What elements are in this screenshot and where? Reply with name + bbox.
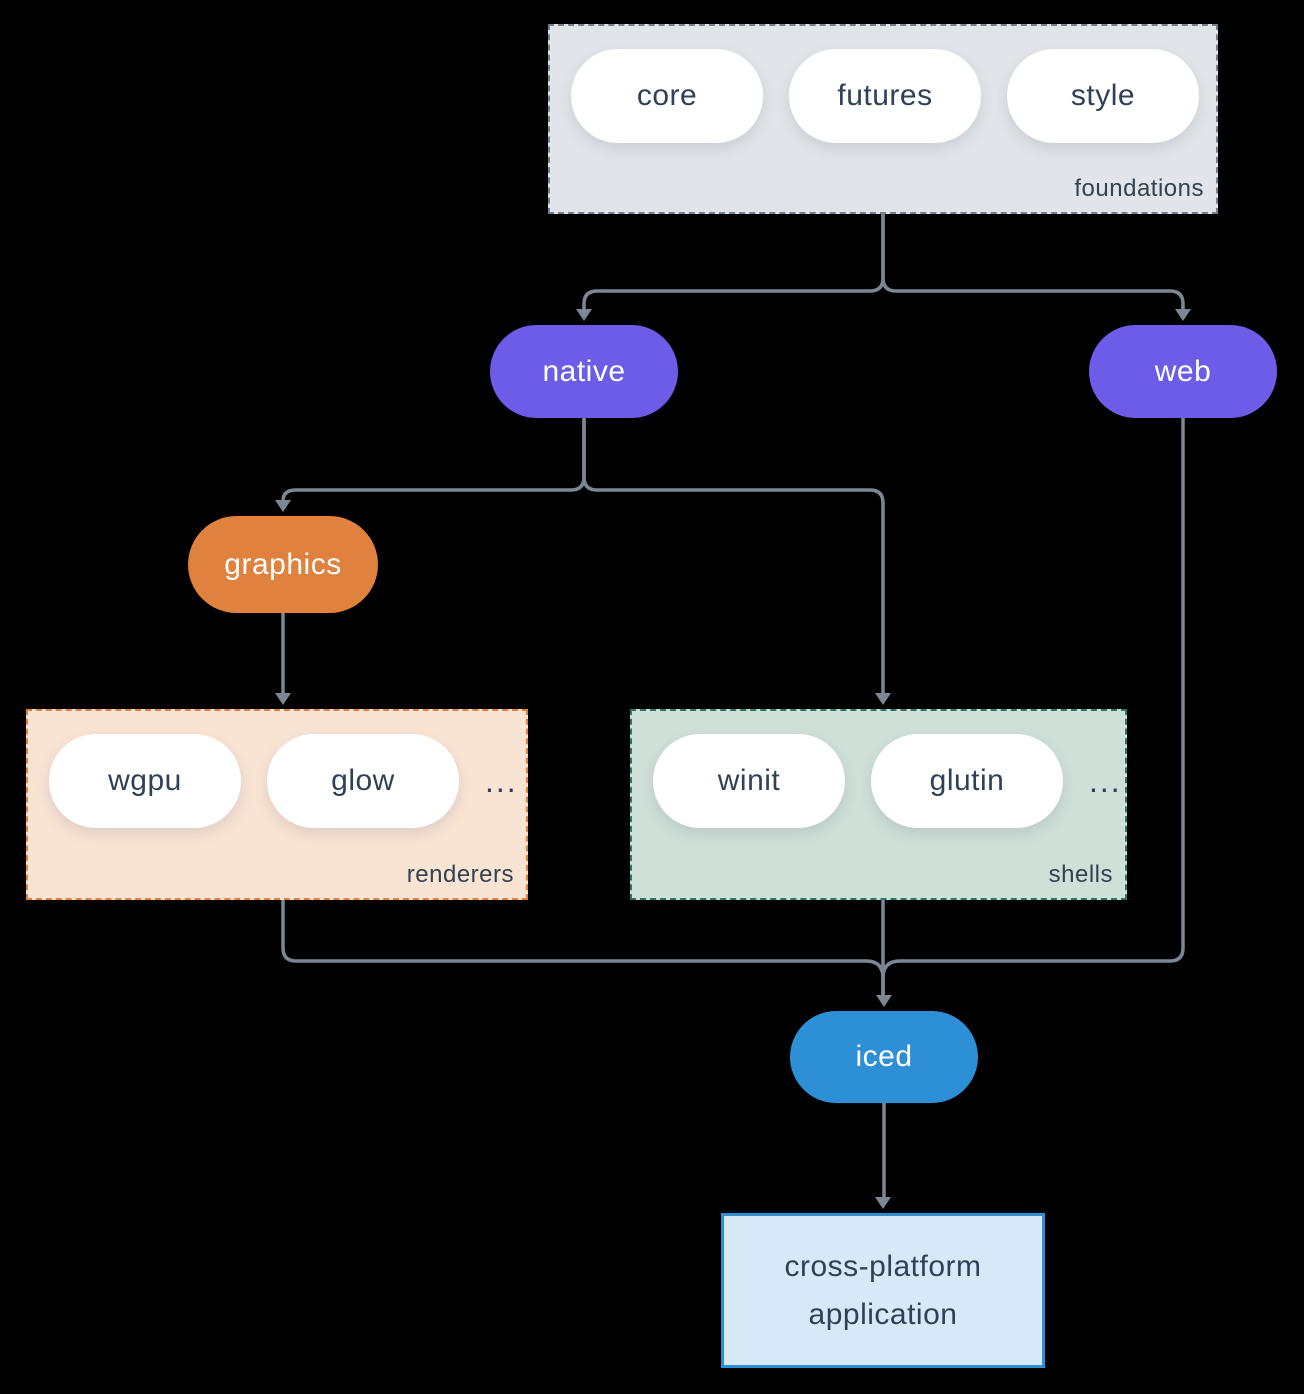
node-futures: futures — [789, 49, 981, 143]
edge-renderers-iced — [281, 900, 885, 996]
edge-native-shells — [582, 418, 885, 694]
node-core: core — [571, 49, 763, 143]
node-glutin: glutin — [871, 734, 1063, 828]
shells-pill-row: winit glutin ... — [653, 734, 1122, 828]
arrowhead-native — [576, 309, 592, 321]
node-iced: iced — [790, 1011, 978, 1103]
renderers-label: renderers — [406, 861, 514, 888]
renderers-ellipsis: ... — [485, 762, 518, 799]
node-style: style — [1007, 49, 1199, 143]
node-glow: glow — [267, 734, 459, 828]
arrowhead-web — [1175, 309, 1191, 321]
shells-label: shells — [1048, 861, 1113, 888]
node-native: native — [490, 325, 678, 418]
edge-web-iced — [881, 418, 1185, 996]
node-cross-platform-application: cross-platform application — [721, 1213, 1045, 1368]
foundations-pill-row: core futures style — [571, 49, 1199, 143]
group-renderers: wgpu glow ... renderers — [26, 709, 528, 900]
arrowhead-graphics — [275, 500, 291, 512]
arrowhead-iced — [876, 995, 892, 1007]
node-wgpu: wgpu — [49, 734, 241, 828]
edge-foundations-native — [582, 214, 885, 310]
renderers-pill-row: wgpu glow ... — [49, 734, 518, 828]
arrowhead-renderers — [275, 693, 291, 705]
shells-ellipsis: ... — [1089, 762, 1122, 799]
edge-native-graphics — [281, 418, 586, 502]
group-foundations: core futures style foundations — [548, 24, 1218, 214]
node-web: web — [1089, 325, 1277, 418]
edge-foundations-web — [881, 214, 1185, 310]
application-label-line2: application — [808, 1297, 958, 1331]
arrowhead-shells — [875, 693, 891, 705]
application-label-line1: cross-platform — [784, 1249, 982, 1283]
group-shells: winit glutin ... shells — [630, 709, 1127, 900]
node-graphics: graphics — [188, 516, 378, 613]
foundations-label: foundations — [1074, 175, 1204, 202]
node-winit: winit — [653, 734, 845, 828]
arrowhead-application — [875, 1197, 891, 1209]
